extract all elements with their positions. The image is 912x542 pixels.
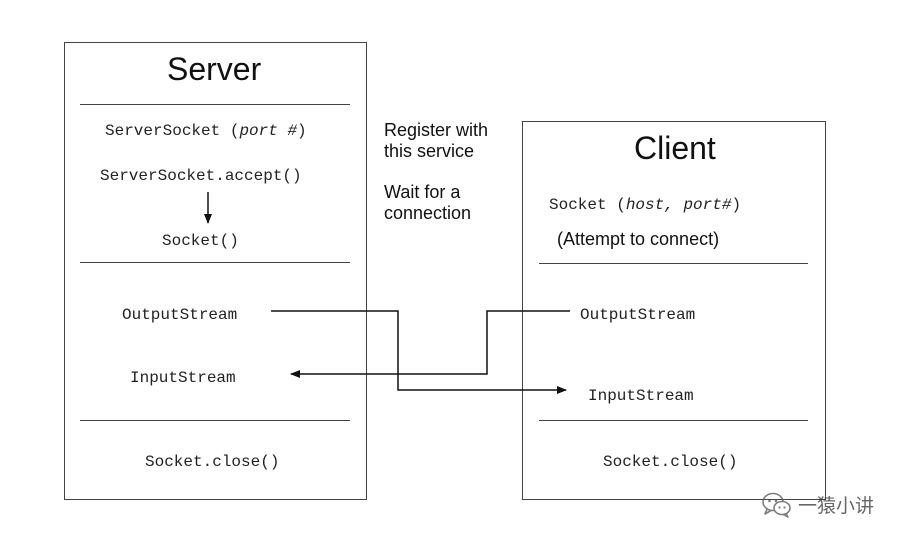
register-line-1: Register with	[384, 120, 489, 140]
client-output-stream: OutputStream	[580, 306, 696, 324]
server-socket-call: Socket()	[162, 232, 239, 250]
client-close-call: Socket.close()	[603, 453, 738, 471]
wait-line-1: Wait for a	[384, 182, 461, 202]
client-box	[522, 121, 826, 500]
client-socket-arg: host, port#	[625, 196, 732, 214]
client-attempt-note: (Attempt to connect)	[557, 229, 720, 249]
watermark: 一猿小讲	[762, 491, 874, 518]
server-output-stream: OutputStream	[122, 306, 238, 324]
register-line-2: this service	[384, 141, 475, 161]
register-annotation: Register with this service	[384, 120, 488, 162]
server-title: Server	[167, 51, 262, 87]
client-socket-close: )	[731, 196, 742, 214]
server-divider-bottom	[80, 420, 350, 421]
server-divider-middle	[80, 262, 350, 263]
server-socket-open: (	[229, 122, 240, 140]
watermark-text: 一猿小讲	[798, 495, 875, 517]
server-input-stream: InputStream	[130, 369, 236, 387]
client-socket-open: (	[616, 196, 626, 214]
server-socket-close: )	[297, 122, 307, 140]
wait-line-2: connection	[384, 203, 472, 223]
server-box	[64, 42, 367, 500]
server-socket-constructor: ServerSocket (port #)	[105, 123, 307, 139]
client-divider-bottom	[539, 420, 808, 421]
server-accept-call: ServerSocket.accept()	[100, 167, 302, 185]
client-socket-fn: Socket	[549, 196, 607, 214]
wechat-icon	[762, 492, 791, 518]
wait-annotation: Wait for a connection	[384, 182, 471, 224]
server-close-call: Socket.close()	[145, 453, 280, 471]
server-divider-top	[80, 104, 350, 105]
server-socket-arg: port #	[239, 122, 298, 140]
client-title: Client	[634, 130, 716, 166]
server-socket-fn: ServerSocket	[105, 122, 221, 140]
client-divider-top	[539, 263, 808, 264]
client-input-stream: InputStream	[588, 387, 694, 405]
client-socket-constructor: Socket (host, port#)	[549, 197, 741, 213]
